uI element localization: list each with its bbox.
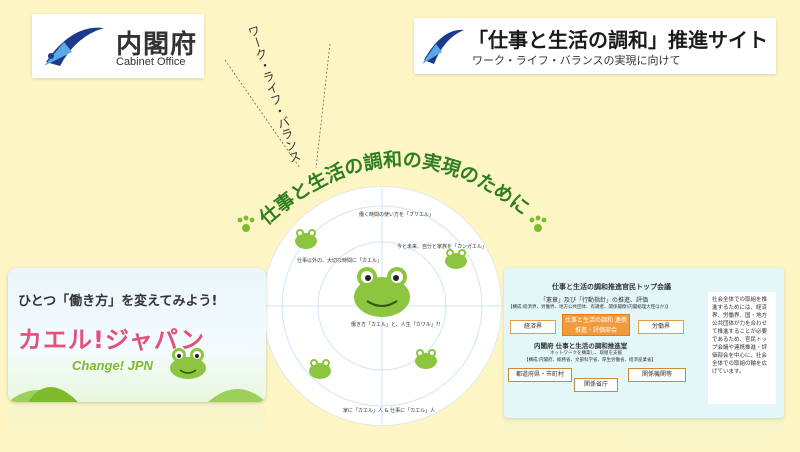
cabinet-office-emblem-icon	[44, 27, 104, 66]
diagram-sub1: 「憲章」及び「行動指針」の推進、評価	[540, 297, 649, 304]
small-frog-icon	[295, 229, 317, 249]
diagram-office-sub2: 【構成:内閣府、総務省、文部科学省、厚生労働省、経済産業省】	[524, 358, 657, 363]
diagram-center-box: 仕事と生活の調和 連携推進・評価部会	[562, 314, 630, 336]
kaeru-japan-title: カエル!ジャパン	[18, 326, 205, 354]
kaeru-japan-banner[interactable]: ひとつ「働き方」を変えてみよう! カエル!ジャパン Change! JPN	[8, 268, 266, 402]
small-frog-icon	[309, 359, 331, 379]
circle-label: 家に「カエル」人 & 仕事に「カエル」人	[343, 408, 436, 414]
wlb-site-subtitle: ワーク・ライフ・バランスの実現に向けて	[472, 54, 681, 67]
wlb-site-title: 「仕事と生活の調和」推進サイト	[468, 28, 768, 52]
frog-hand-left-icon	[237, 215, 255, 232]
diagram-sub2: 【構成:経済界、労働界、地方公共団体、有識者、関係閣僚(内閣総理大臣ほか)】	[508, 305, 671, 310]
diagram-right-box: 労働界	[638, 320, 684, 334]
diagram-foot-prefectures: 都道府県・市町村	[508, 368, 572, 382]
wlb-site-logo[interactable]: 「仕事と生活の調和」推進サイト ワーク・ライフ・バランスの実現に向けて	[414, 18, 776, 74]
small-frog-icon	[445, 249, 467, 269]
small-frog-icon	[415, 349, 437, 369]
frog-hand-right-icon	[529, 215, 547, 232]
cabinet-office-en: Cabinet Office	[116, 56, 186, 68]
diagram-reflection	[504, 420, 784, 448]
change-jpn-text: Change! JPN	[72, 358, 153, 373]
diagram-foot-agencies: 関係機関等	[628, 368, 686, 382]
kaeru-tagline: ひとつ「働き方」を変えてみよう!	[18, 294, 218, 309]
diagram-header: 仕事と生活の調和推進官民トップ会議	[552, 283, 671, 291]
grass-leaves-icon	[8, 387, 266, 402]
wlb-emblem-icon	[422, 29, 464, 64]
cabinet-office-logo[interactable]: 内閣府 Cabinet Office	[32, 14, 204, 78]
circle-label: 仕事以外の、大切な時間に「カエル」	[297, 258, 383, 264]
diagram-office-sub1: ネットワークを構築し、取組を支援	[550, 351, 622, 356]
diagram-side-note: 社会全体での取組を推進するためには、経済界、労働界、国・地方公共団体が力を合わせ…	[708, 292, 776, 404]
circle-label: 今と未来、自分と家族を「カンガエル」	[397, 244, 488, 250]
main-frog-icon	[354, 267, 410, 317]
diagram-office: 内閣府 仕事と生活の調和推進室	[534, 342, 628, 350]
circle-label: 働き方「カエル」と、人生「カワル」?!	[351, 322, 441, 328]
frog-illustration-circle[interactable]: 働く時間の使い方を「ブリエル」 今と未来、自分と家族を「カンガエル」 仕事以外の…	[262, 186, 502, 426]
circle-label: 働く時間の使い方を「ブリエル」	[359, 212, 435, 218]
diagram-left-box: 経済界	[510, 320, 556, 334]
kaeru-frog-icon	[170, 348, 206, 379]
diagram-foot-ministries: 関係省庁	[574, 378, 618, 392]
promotion-structure-diagram[interactable]: 仕事と生活の調和推進官民トップ会議 「憲章」及び「行動指針」の推進、評価 【構成…	[504, 268, 784, 418]
cabinet-office-jp: 内閣府	[116, 30, 198, 60]
banner-reflection	[8, 404, 266, 444]
